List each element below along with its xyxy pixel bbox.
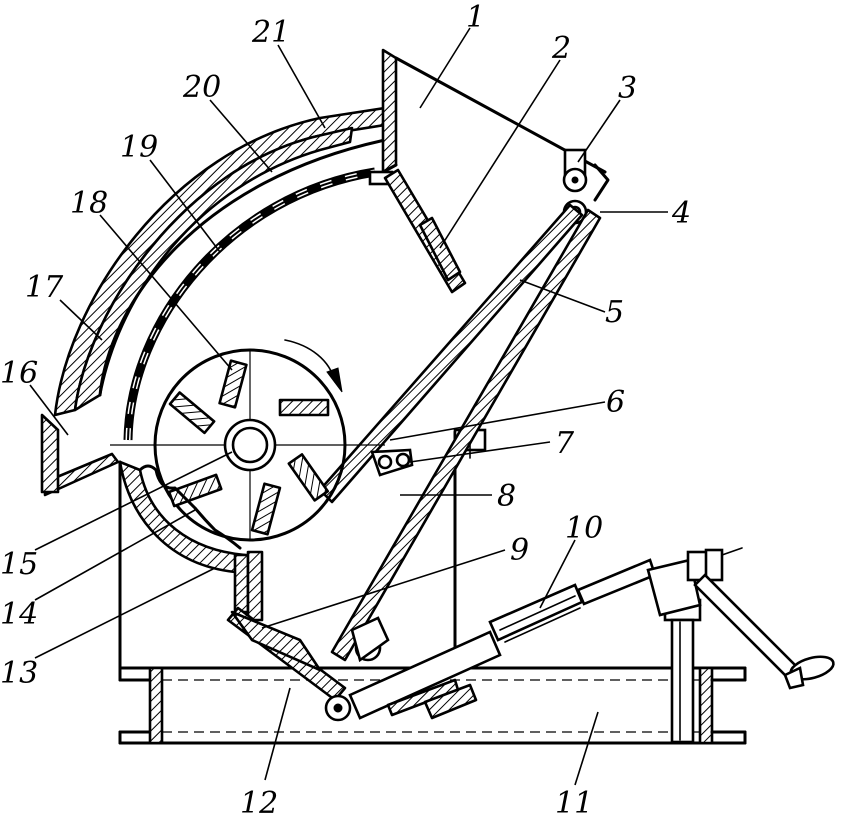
- label-9: 9: [510, 533, 529, 568]
- label-2: 2: [551, 31, 571, 66]
- adjusting-plate: [226, 606, 347, 702]
- leader-lines: [29, 27, 668, 786]
- label-8: 8: [497, 479, 516, 514]
- label-15: 15: [0, 547, 38, 582]
- label-13: 13: [0, 656, 38, 691]
- label-4: 4: [671, 196, 691, 231]
- screen-grate: [123, 167, 376, 441]
- label-1: 1: [466, 0, 485, 35]
- label-20: 20: [182, 70, 221, 105]
- label-7: 7: [555, 426, 575, 461]
- label-21: 21: [251, 15, 290, 50]
- labels: 1 2 3 4 5 6 7 8 9 10 11 12 13 14 15 16 1…: [0, 0, 691, 821]
- label-10: 10: [565, 511, 603, 546]
- label-17: 17: [25, 270, 64, 305]
- support-post: [646, 547, 835, 744]
- label-18: 18: [70, 186, 108, 221]
- breaker-plate: [118, 460, 264, 622]
- label-11: 11: [555, 786, 593, 821]
- base-frame: [118, 666, 747, 745]
- rotor: [110, 339, 385, 542]
- label-16: 16: [0, 356, 38, 391]
- upper-housing: [40, 48, 398, 497]
- label-3: 3: [618, 71, 637, 106]
- label-6: 6: [606, 385, 625, 420]
- label-19: 19: [120, 130, 158, 165]
- label-12: 12: [240, 786, 278, 821]
- label-5: 5: [605, 295, 624, 330]
- hydraulic-cylinder: [324, 558, 657, 722]
- label-14: 14: [0, 597, 38, 632]
